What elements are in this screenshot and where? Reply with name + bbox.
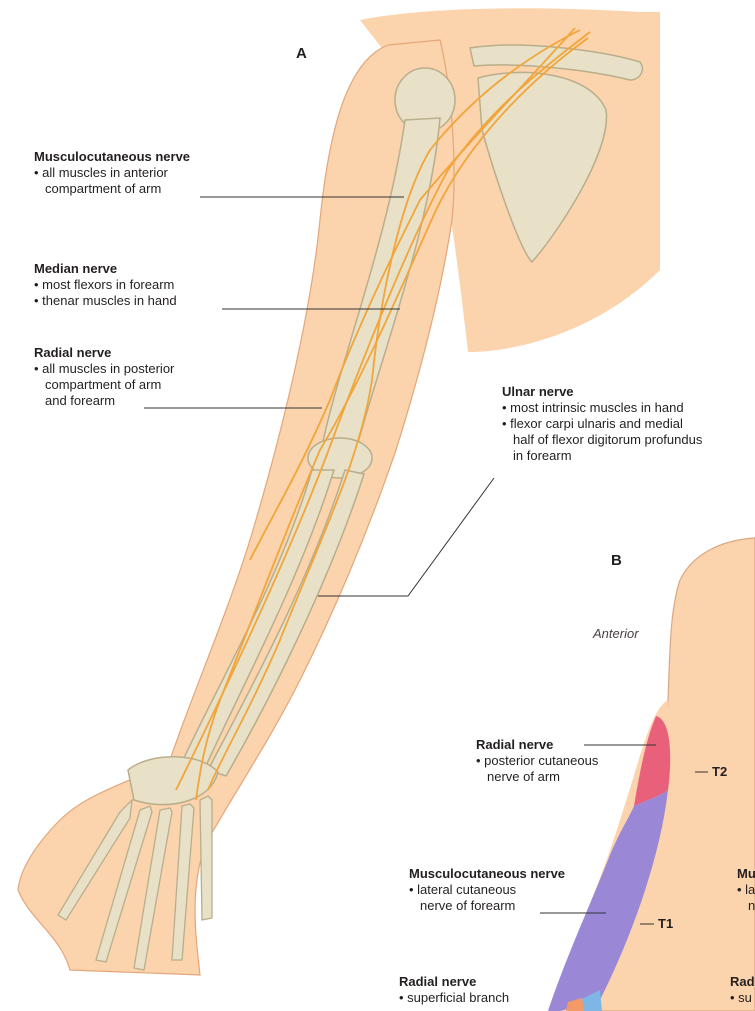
label-heading: Musculocutaneous nerve (34, 149, 190, 165)
label-heading: Radial nerve (399, 974, 509, 990)
panel-a-label: A (296, 45, 307, 62)
label-line: • superficial branch (399, 990, 509, 1006)
radial-nerve-label: Radial nerve • all muscles in posterior … (34, 345, 174, 409)
label-line: and forearm (34, 393, 174, 409)
label-heading: Mu (737, 866, 755, 882)
cut-off-label-right-bottom: Rad • su (730, 974, 755, 1006)
ulnar-nerve-label: Ulnar nerve • most intrinsic muscles in … (502, 384, 702, 464)
label-heading: Rad (730, 974, 755, 990)
label-line: • thenar muscles in hand (34, 293, 177, 309)
label-line: half of flexor digitorum profundus (502, 432, 702, 448)
label-line: • posterior cutaneous (476, 753, 598, 769)
label-line: n (737, 898, 755, 914)
label-heading: Radial nerve (476, 737, 598, 753)
musculocutaneous-cutaneous-label: Musculocutaneous nerve • lateral cutaneo… (409, 866, 565, 914)
t1-dermatome-label: T1 (658, 916, 673, 931)
label-line: nerve of forearm (409, 898, 565, 914)
label-line: in forearm (502, 448, 702, 464)
label-heading: Median nerve (34, 261, 177, 277)
cut-off-label-right: Mu • la n (737, 866, 755, 914)
median-nerve-label: Median nerve • most flexors in forearm •… (34, 261, 177, 309)
label-heading: Radial nerve (34, 345, 174, 361)
label-line: compartment of arm (34, 377, 174, 393)
label-line: compartment of arm (34, 181, 190, 197)
radial-superficial-label: Radial nerve • superficial branch (399, 974, 509, 1006)
radial-posterior-cutaneous-label: Radial nerve • posterior cutaneous nerve… (476, 737, 598, 785)
label-line: • lateral cutaneous (409, 882, 565, 898)
label-line: • all muscles in anterior (34, 165, 190, 181)
label-line: • most intrinsic muscles in hand (502, 400, 702, 416)
label-heading: Musculocutaneous nerve (409, 866, 565, 882)
label-line: • su (730, 990, 755, 1006)
label-line: • la (737, 882, 755, 898)
anterior-label: Anterior (593, 626, 639, 641)
musculocutaneous-nerve-label: Musculocutaneous nerve • all muscles in … (34, 149, 190, 197)
label-line: • flexor carpi ulnaris and medial (502, 416, 702, 432)
label-heading: Ulnar nerve (502, 384, 702, 400)
t2-dermatome-label: T2 (712, 764, 727, 779)
label-line: • most flexors in forearm (34, 277, 177, 293)
panel-b-label: B (611, 552, 622, 569)
label-line: nerve of arm (476, 769, 598, 785)
label-line: • all muscles in posterior (34, 361, 174, 377)
